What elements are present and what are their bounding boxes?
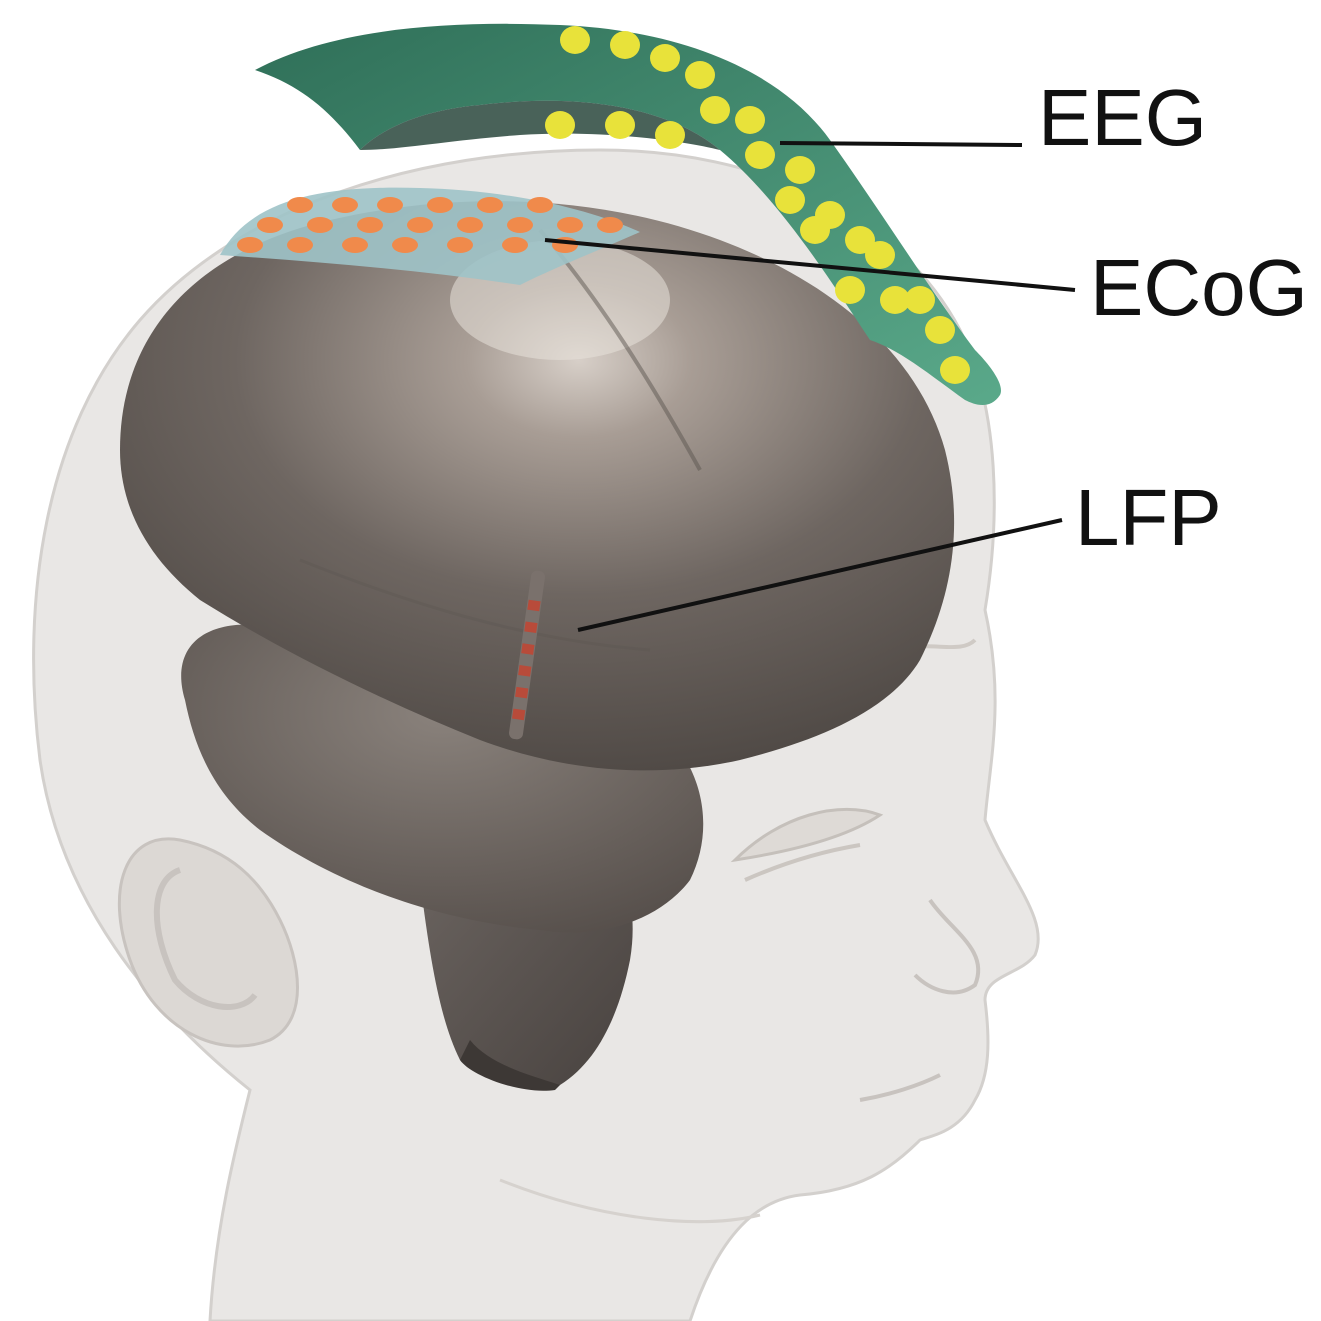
lfp-recording-site [518,665,531,677]
eeg-electrode [835,276,865,304]
eeg-electrode [940,356,970,384]
eeg-electrode [735,106,765,134]
ecog-electrode [342,237,368,253]
lfp-recording-site [515,687,528,699]
ecog-electrode [407,217,433,233]
eeg-electrode [925,316,955,344]
eeg-electrode [685,61,715,89]
ecog-electrode [477,197,503,213]
eeg-electrode [785,156,815,184]
ecog-label: ECoG [1090,243,1308,332]
eeg-electrode [545,111,575,139]
ecog-electrode [507,217,533,233]
ecog-electrode [457,217,483,233]
eeg-electrode [905,286,935,314]
eeg-electrode [700,96,730,124]
ecog-electrode [447,237,473,253]
eeg-electrode [865,241,895,269]
ecog-electrode [237,237,263,253]
ecog-electrode [307,217,333,233]
ecog-electrode [597,217,623,233]
lfp-label: LFP [1075,473,1222,562]
ecog-electrode [557,217,583,233]
ecog-electrode [287,237,313,253]
eeg-electrode [800,216,830,244]
ecog-electrode [287,197,313,213]
eeg-label: EEG [1038,73,1207,162]
lfp-recording-site [524,621,537,633]
eeg-electrode [655,121,685,149]
lfp-recording-site [521,643,534,655]
eeg-leader-line [780,143,1022,145]
ecog-electrode [332,197,358,213]
ecog-electrode [357,217,383,233]
eeg-electrode [775,186,805,214]
ecog-electrode [377,197,403,213]
ecog-electrode [502,237,528,253]
ecog-electrode [257,217,283,233]
lfp-recording-site [512,709,525,721]
eeg-electrode [650,44,680,72]
eeg-electrode [605,111,635,139]
ecog-electrode [392,237,418,253]
ecog-electrode [427,197,453,213]
eeg-electrode [560,26,590,54]
ecog-electrode [527,197,553,213]
lfp-recording-site [527,600,540,612]
eeg-electrode [745,141,775,169]
eeg-electrode [610,31,640,59]
